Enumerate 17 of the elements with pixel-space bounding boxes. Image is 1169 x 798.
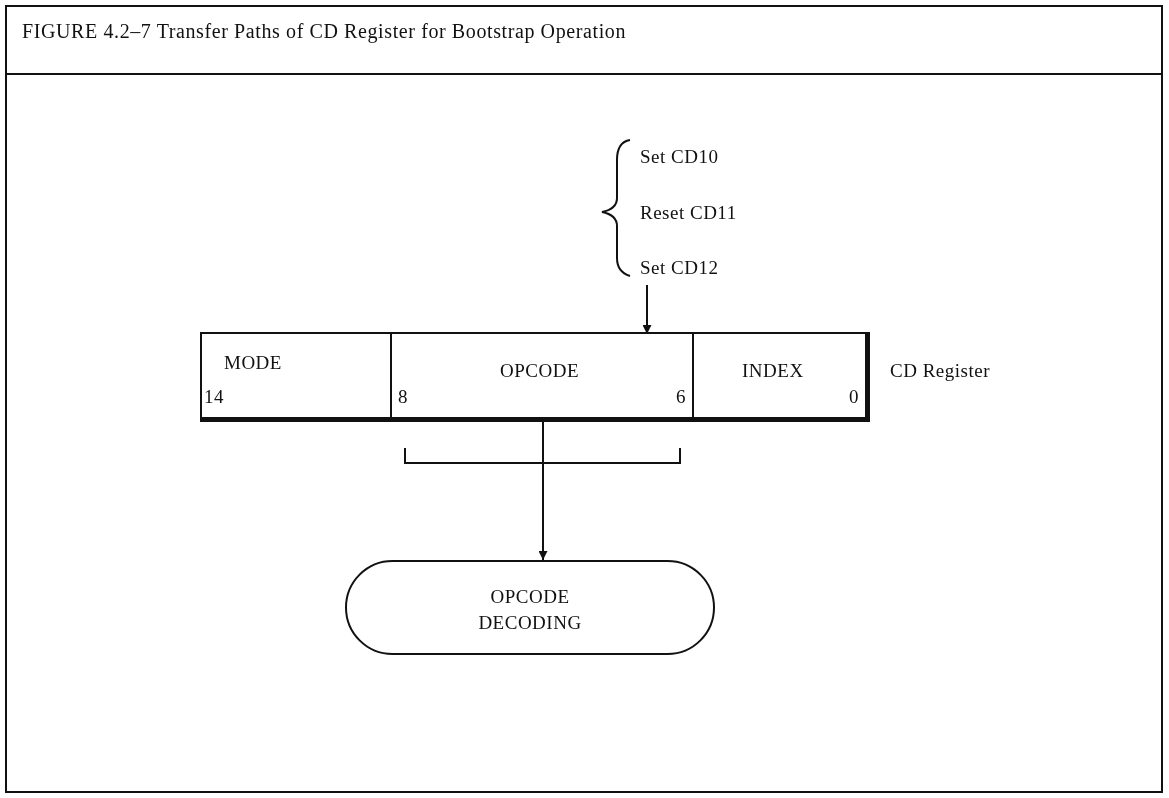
register-box xyxy=(200,332,870,422)
field-name: OPCODE xyxy=(500,360,579,382)
arrow xyxy=(642,284,652,335)
bit-number: 0 xyxy=(849,386,859,408)
bit-number: 8 xyxy=(398,386,408,408)
bit-number: 6 xyxy=(676,386,686,408)
signal-label: Set CD10 xyxy=(640,146,719,168)
field-name: MODE xyxy=(224,352,282,374)
register-field xyxy=(202,334,392,417)
signal-label: Set CD12 xyxy=(640,257,719,279)
signal-label: Reset CD11 xyxy=(640,202,737,224)
terminal-box xyxy=(345,560,715,655)
bit-number: 14 xyxy=(204,386,224,408)
field-name: INDEX xyxy=(742,360,804,382)
terminal-label: OPCODE DECODING xyxy=(477,585,583,635)
figure-title: FIGURE 4.2–7 Transfer Paths of CD Register for Bootstrap Operation xyxy=(22,19,627,45)
register-label: CD Register xyxy=(890,360,990,382)
